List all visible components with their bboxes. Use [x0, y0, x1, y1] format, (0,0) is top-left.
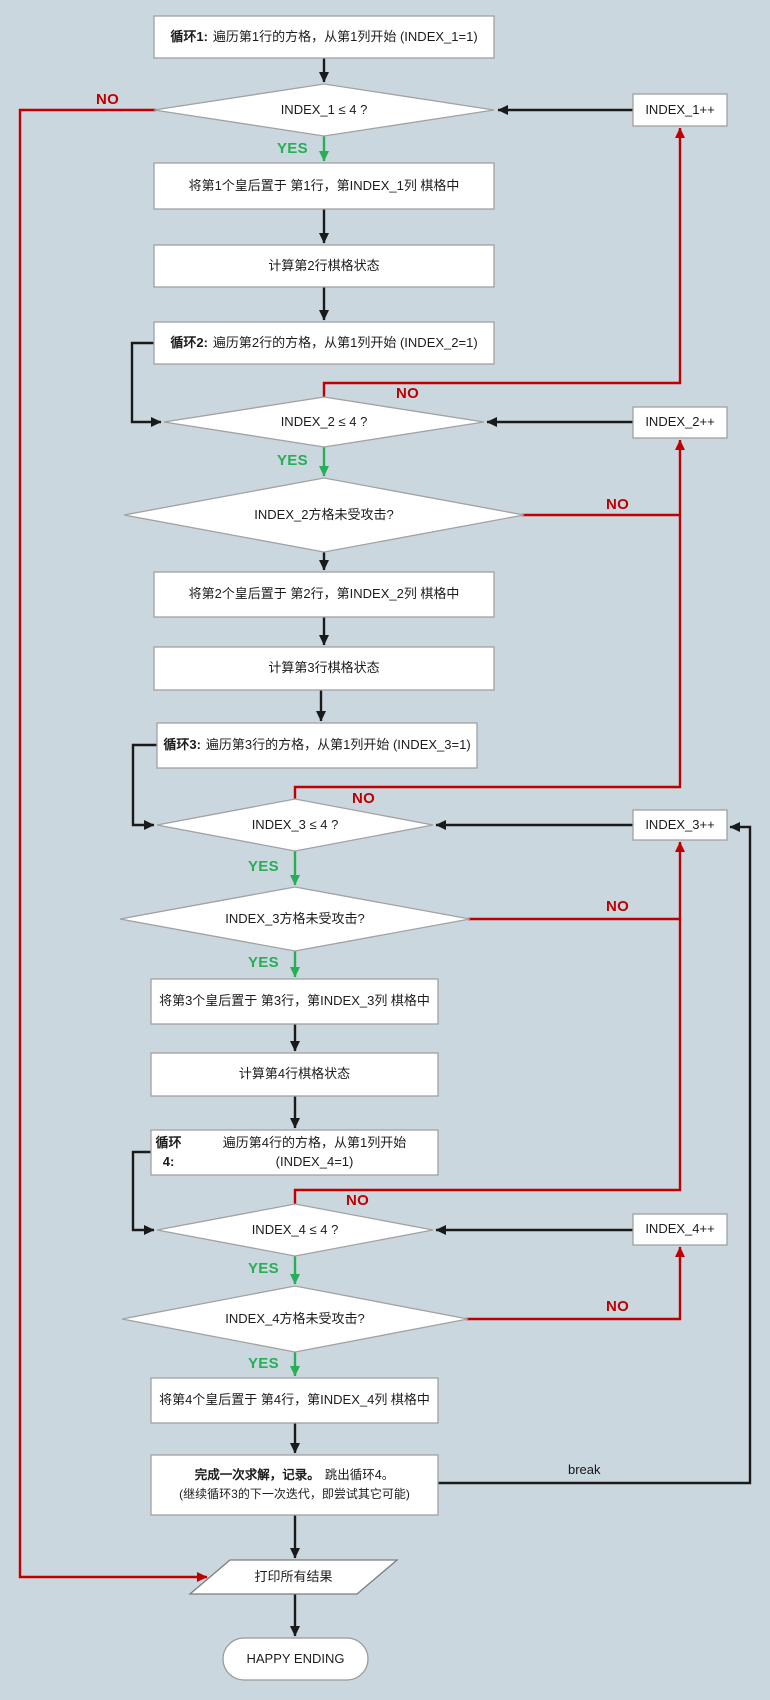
place4-box	[150, 1377, 439, 1424]
loop2-box	[153, 321, 495, 365]
calc2-box	[153, 244, 495, 288]
place2-label: 将第2个皇后置于 第2行，第INDEX_2列 棋格中	[188, 586, 460, 602]
attack3-diamond	[119, 886, 471, 952]
inc1-box	[632, 93, 728, 127]
end-label: HAPPY ENDING	[246, 1650, 345, 1666]
solution-label: 完成一次求解，记录。跳出循环4。 (继续循环3的下一次迭代，即尝试其它可能)	[151, 1455, 438, 1515]
no-label-decision1: NO	[96, 91, 120, 108]
loop2-label: 循环2:遍历第2行的方格，从第1列开始 (INDEX_2=1)	[170, 334, 478, 350]
no-label-decision2: NO	[396, 385, 420, 402]
decision4-label: INDEX_4 ≤ 4 ?	[251, 1221, 339, 1237]
calc3-label: 计算第3行棋格状态	[268, 660, 380, 676]
solution-line2: (继续循环3的下一次迭代，即尝试其它可能)	[179, 1487, 410, 1502]
attack4-diamond	[121, 1285, 469, 1353]
loop1-box	[153, 15, 495, 59]
no-label-decision3: NO	[352, 790, 376, 807]
place2-box	[153, 571, 495, 618]
edge-decision2-no-to-inc1	[322, 127, 685, 397]
no-label-attack3: NO	[606, 898, 630, 915]
inc4-box	[632, 1213, 728, 1246]
decision1-diamond	[153, 83, 495, 137]
edge-loop2-to-decision2	[130, 341, 162, 427]
decision2-label: INDEX_2 ≤ 4 ?	[280, 413, 368, 429]
calc2-label: 计算第2行棋格状态	[268, 257, 380, 273]
attack2-label: INDEX_2方格未受攻击?	[254, 506, 394, 522]
place4-label: 将第4个皇后置于 第4行，第INDEX_4列 棋格中	[159, 1392, 430, 1408]
no-label-attack4: NO	[606, 1298, 630, 1315]
decision2-diamond	[163, 396, 485, 448]
solution-box	[150, 1454, 439, 1516]
inc4-label: INDEX_4++	[645, 1221, 715, 1237]
yes-label-decision1: YES	[277, 140, 308, 157]
edge-break-to-inc3	[438, 822, 752, 1485]
loop1-label: 循环1:遍历第1行的方格，从第1列开始 (INDEX_1=1)	[170, 28, 478, 44]
edge-attack4-no-to-inc4	[466, 1246, 685, 1321]
edge-loop3-to-decision3	[131, 743, 157, 830]
yes-label-attack4: YES	[248, 1355, 279, 1372]
edge-loop4-to-decision4	[131, 1150, 155, 1235]
place1-label: 将第1个皇后置于 第1行，第INDEX_1列 棋格中	[188, 177, 460, 193]
attack2-diamond	[123, 477, 525, 553]
calc4-box	[150, 1052, 439, 1097]
yes-label-decision4: YES	[248, 1260, 279, 1277]
decision1-label: INDEX_1 ≤ 4 ?	[280, 101, 368, 117]
inc2-box	[632, 406, 728, 439]
loop4-box	[150, 1129, 439, 1176]
place3-box	[150, 978, 439, 1025]
decision3-label: INDEX_3 ≤ 4 ?	[251, 816, 339, 832]
yes-label-decision3: YES	[248, 858, 279, 875]
break-label: break	[568, 1462, 601, 1477]
loop4-label: 循环4:遍历第4行的方格，从第1列开始 (INDEX_4=1)	[155, 1135, 407, 1169]
attack4-label: INDEX_4方格未受攻击?	[225, 1310, 365, 1326]
calc3-box	[153, 646, 495, 691]
place3-label: 将第3个皇后置于 第3行，第INDEX_3列 棋格中	[159, 993, 430, 1009]
yes-label-attack3: YES	[248, 954, 279, 971]
inc3-box	[632, 809, 728, 841]
inc1-label: INDEX_1++	[645, 101, 715, 117]
loop3-box	[156, 722, 478, 769]
end-stadium	[222, 1637, 369, 1681]
place1-box	[153, 162, 495, 210]
edge-decision1-no-to-print	[18, 108, 208, 1582]
print-label: 打印所有结果	[254, 1568, 333, 1584]
calc4-label: 计算第4行棋格状态	[238, 1066, 351, 1082]
edge-decision4-no-to-inc3	[293, 841, 685, 1204]
decision4-diamond	[156, 1203, 434, 1257]
attack3-label: INDEX_3方格未受攻击?	[225, 910, 365, 926]
loop3-label: 循环3:遍历第3行的方格，从第1列开始 (INDEX_3=1)	[163, 737, 471, 753]
decision3-diamond	[156, 798, 434, 852]
no-label-decision4: NO	[346, 1192, 370, 1209]
inc3-label: INDEX_3++	[645, 816, 715, 832]
edge-decision3-no-to-inc2	[293, 439, 685, 799]
yes-label-decision2: YES	[277, 452, 308, 469]
print-parallelogram	[188, 1559, 399, 1595]
inc2-label: INDEX_2++	[645, 414, 715, 430]
solution-line1: 完成一次求解，记录。跳出循环4。	[194, 1468, 395, 1483]
no-label-attack2: NO	[606, 496, 630, 513]
